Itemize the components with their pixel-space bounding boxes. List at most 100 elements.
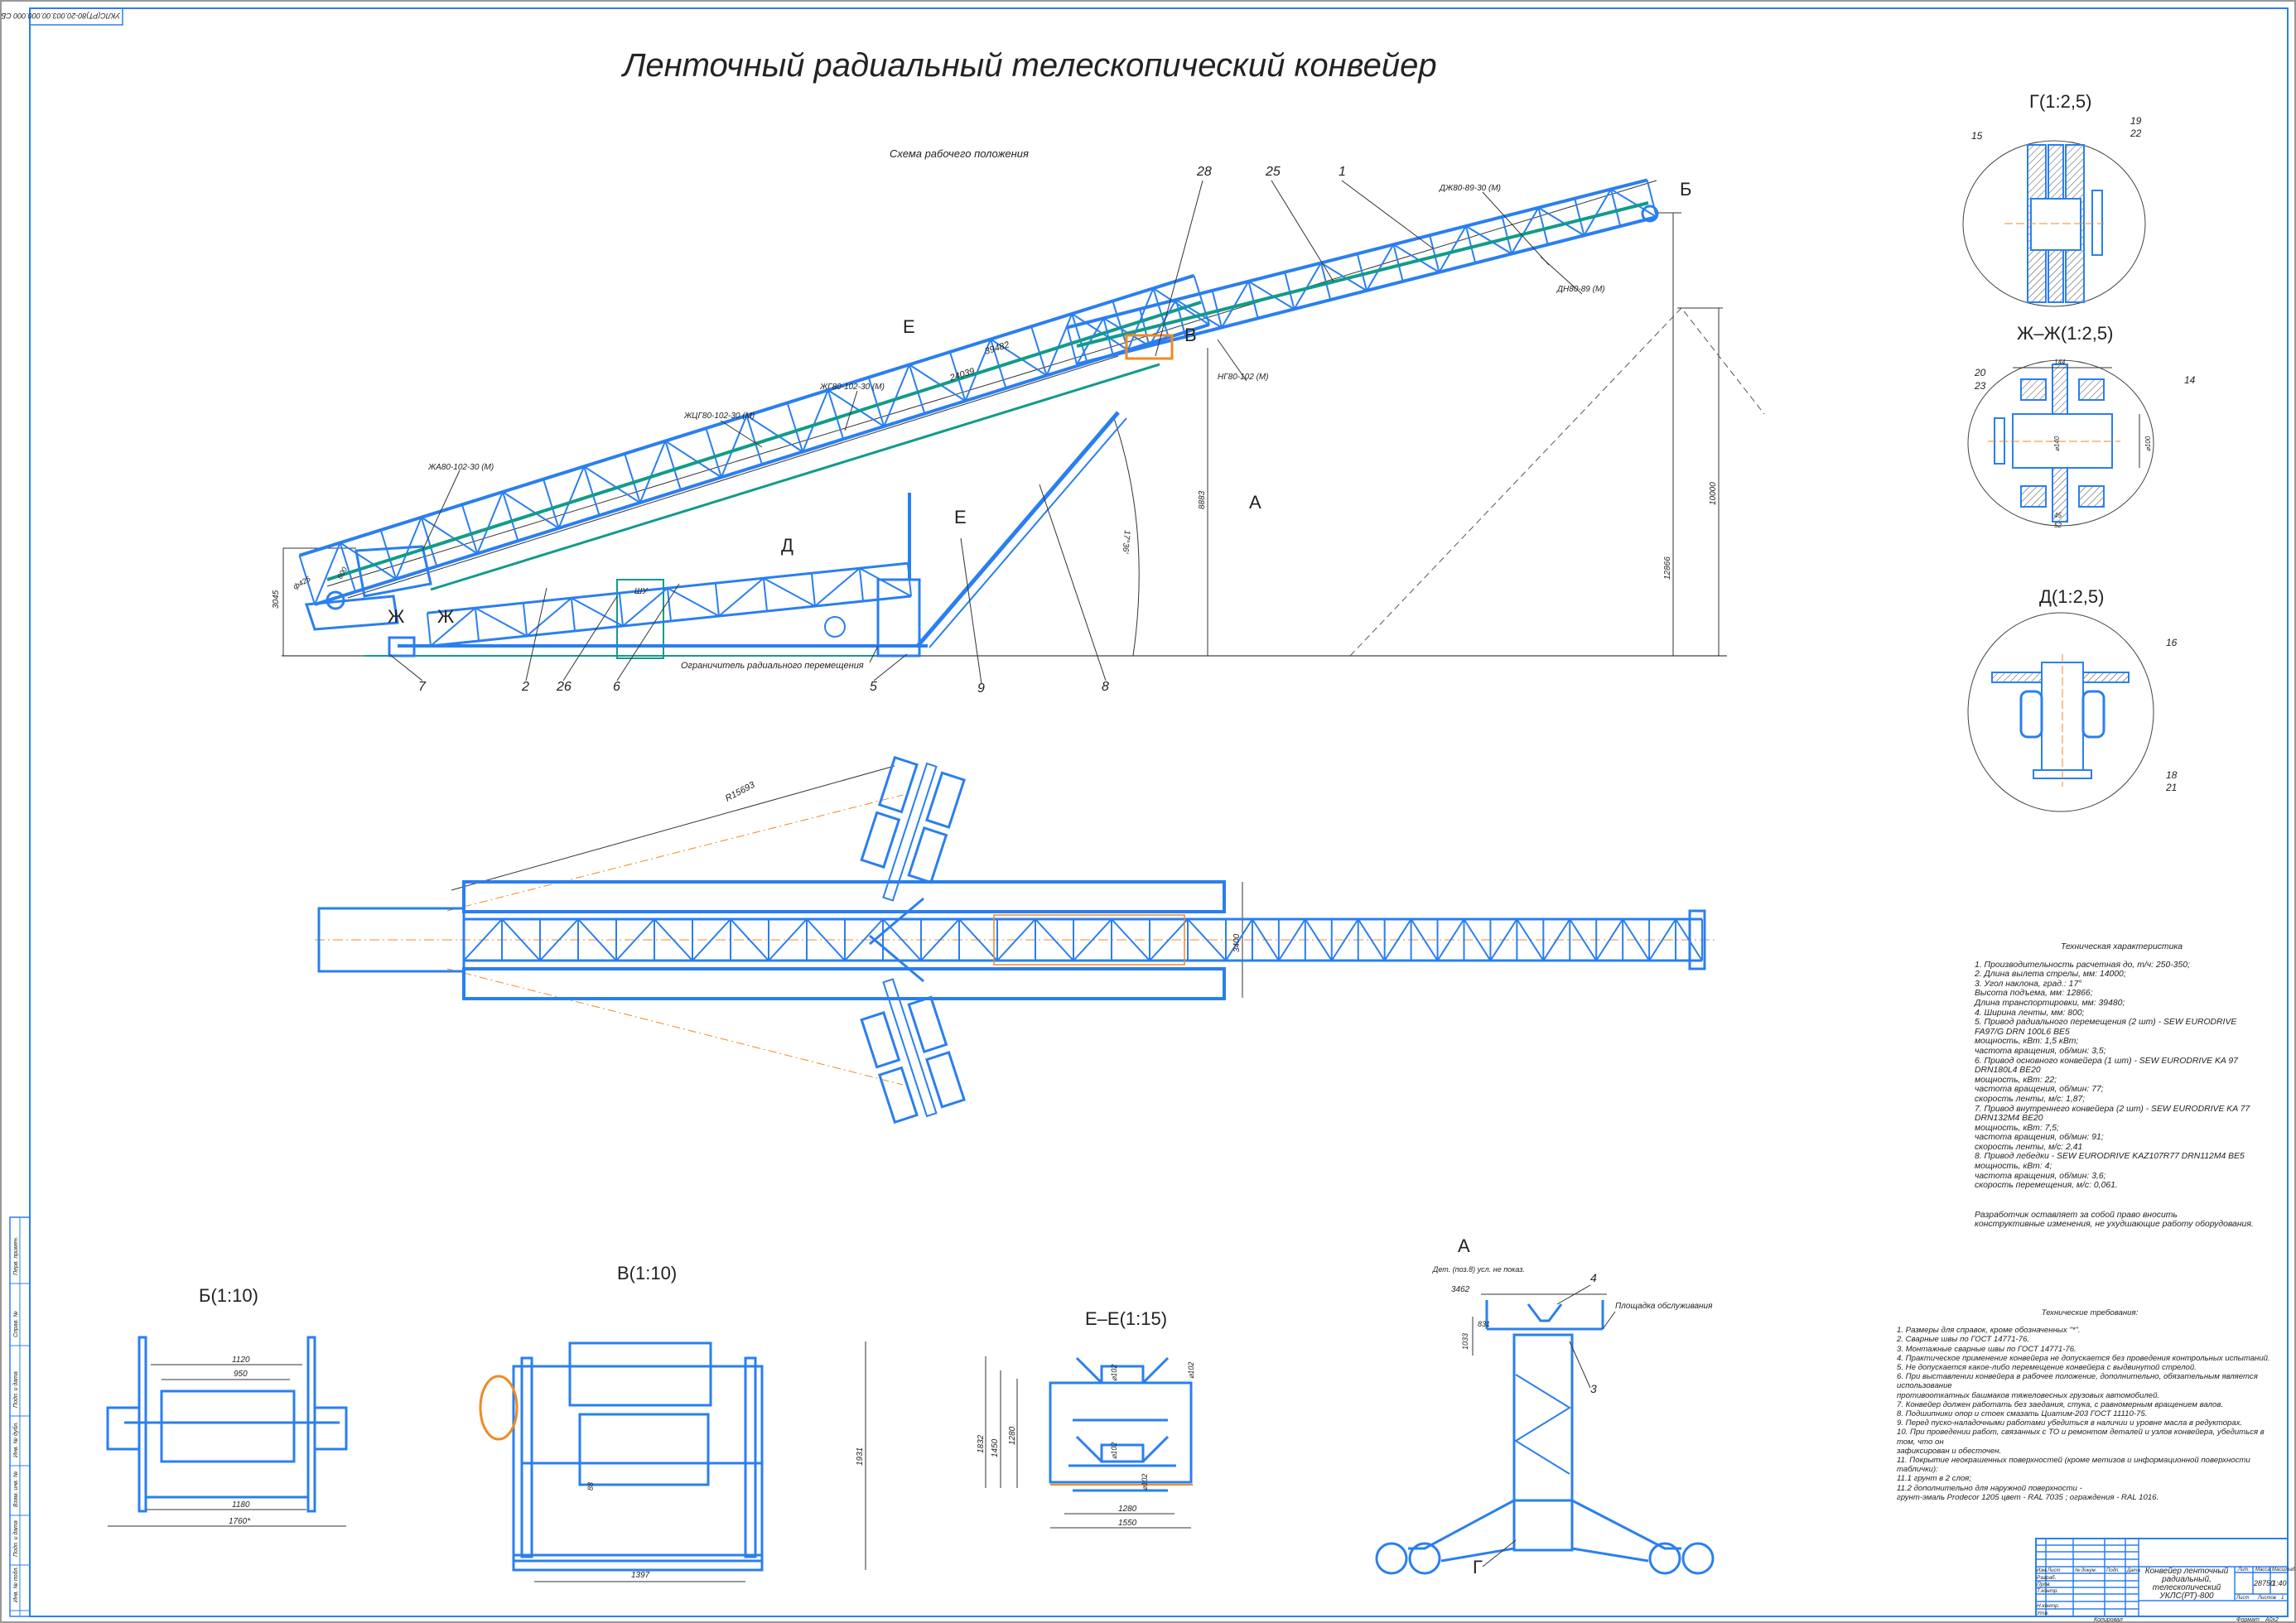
wheel-link-bottom (869, 934, 924, 983)
truss-post (522, 603, 528, 637)
leader-line (525, 587, 547, 681)
truss-diagonal (501, 918, 541, 961)
truss-diagonal (1225, 918, 1253, 961)
truss-diagonal (1221, 281, 1250, 329)
truss-diagonal (615, 918, 655, 961)
truss-diagonal (1436, 918, 1465, 961)
dim: ⌀102 (1187, 1362, 1195, 1379)
truss-diagonal (1516, 918, 1545, 961)
front-support (388, 636, 416, 657)
position-6: 6 (613, 680, 620, 694)
tech-characteristic-line: Высота подъема, мм: 12866; (1975, 989, 2093, 999)
title-block-header: Масса (2255, 1568, 2270, 1572)
drawing-frame (29, 7, 2289, 1617)
view-mark-v: В (1184, 325, 1197, 345)
truss-post (298, 555, 316, 605)
plan-drive-zone (993, 914, 1185, 966)
truss-diagonal (1035, 918, 1074, 961)
truss-diagonal (1126, 287, 1155, 351)
leader-line (1540, 256, 1583, 295)
idler-label: ЖЦГ80-102-30 (М) (683, 412, 755, 421)
tech-characteristic-line: 1. Производительность расчетная до, т/ч:… (1975, 960, 2190, 970)
section-mark-e: Е (903, 316, 915, 337)
drawing-title: Ленточный радиальный телескопический кон… (620, 47, 1437, 84)
truss-diagonal (768, 918, 808, 961)
truss-diagonal (539, 918, 579, 961)
tech-characteristics: Техническая характеристика 1. Производит… (1975, 942, 2269, 1230)
truss-diagonal (1542, 918, 1571, 961)
tech-characteristic-line: мощность, кВт: 7,5; (1975, 1123, 2059, 1133)
dim-3462: 3462 (1451, 1285, 1470, 1294)
truss-post (810, 573, 816, 607)
truss-diagonal (1366, 243, 1395, 291)
view-v-title: В(1:10) (617, 1263, 677, 1283)
truss-post (583, 465, 601, 516)
truss-diagonal (920, 918, 960, 961)
detail-g (1962, 140, 2146, 307)
leader-line (1569, 1341, 1591, 1389)
rail-top (462, 880, 1226, 913)
leader-line (1602, 1311, 1616, 1330)
position-7: 7 (418, 680, 427, 694)
truss-diagonal (692, 918, 731, 961)
truss-post (1319, 262, 1332, 301)
dim: 1120 (232, 1356, 250, 1365)
truss-diagonal (990, 338, 1048, 377)
dim-831: 831 (1478, 1320, 1490, 1328)
tech-requirement-line: 2. Сварные швы по ГОСТ 14771-76. (1897, 1335, 2030, 1345)
truss-diagonal (1330, 918, 1359, 961)
dim-10000: 10000 (1709, 482, 1718, 505)
axis-line (446, 968, 904, 1086)
tech-requirement-line: 10. При проведении работ, связанных с ТО… (1897, 1428, 2265, 1447)
truss-diagonal (1537, 206, 1585, 237)
truss-diagonal (1357, 918, 1386, 961)
truss-diagonal (1569, 918, 1598, 961)
base-frame-truss (426, 561, 912, 648)
dim: ⌀102 (1141, 1474, 1149, 1491)
truss-diagonal (806, 918, 846, 961)
tech-characteristic-line: скорость ленты, м/с: 1,87; (1975, 1094, 2086, 1104)
leader-line (616, 583, 680, 681)
truss-diagonal (1465, 225, 1512, 255)
leader-line (1482, 1539, 1517, 1568)
position-1: 1 (1339, 165, 1346, 179)
leader-line (562, 595, 618, 681)
title-block-role: Н.контр. (2037, 1603, 2060, 1609)
truss-post (501, 491, 519, 542)
truss-post (1609, 189, 1622, 227)
dim-8883: 8883 (1198, 490, 1207, 509)
detail-g-title: Г(1:2,5) (2029, 91, 2092, 112)
truss-post (570, 598, 576, 632)
format-value: A0x2 (2265, 1617, 2279, 1623)
tech-characteristic-line: 8. Привод лебедки - SEW EURODRIVE KAZ107… (1975, 1152, 2245, 1162)
tech-requirement-line: 11. Покрытие неокрашенных поверхностей (… (1897, 1456, 2250, 1475)
dim: 1931 (856, 1447, 865, 1466)
truss-post (990, 339, 1007, 389)
dim: 1280 (1118, 1505, 1137, 1514)
truss-diagonal (883, 364, 910, 427)
section-mark-e: Е (954, 507, 967, 527)
drawing-code: УКЛС(РТ)80-20.003.00.000.000 СБ (1, 12, 121, 20)
truss-post (1501, 216, 1512, 254)
title-block-name-line: радиальный, телескопический (2152, 1575, 2221, 1592)
dim: 1760* (229, 1517, 251, 1526)
truss-diagonal (475, 607, 528, 637)
title-block-name-line: УКЛС(РТ)-800 (2159, 1592, 2214, 1601)
truss-diagonal (1304, 918, 1333, 961)
leader-line (720, 420, 763, 448)
view-b-title: Б(1:10) (199, 1285, 258, 1306)
position-21: 21 (2165, 782, 2177, 793)
position-28: 28 (1196, 165, 1212, 179)
truss-diagonal (1278, 918, 1306, 961)
truss-diagonal (583, 465, 641, 503)
side-stamp-label: Справ. № (13, 1311, 19, 1337)
truss-diagonal (1648, 918, 1676, 961)
dim-3400: 3400 (1232, 933, 1242, 952)
truss-diagonal (718, 577, 765, 617)
truss-diagonal (909, 364, 966, 402)
position-26: 26 (556, 680, 572, 694)
leader-line (1271, 180, 1334, 282)
tech-characteristic-line: 5. Привод радиального перемещения (2 шт)… (1975, 1018, 2237, 1028)
dim: 88 (586, 1482, 595, 1491)
